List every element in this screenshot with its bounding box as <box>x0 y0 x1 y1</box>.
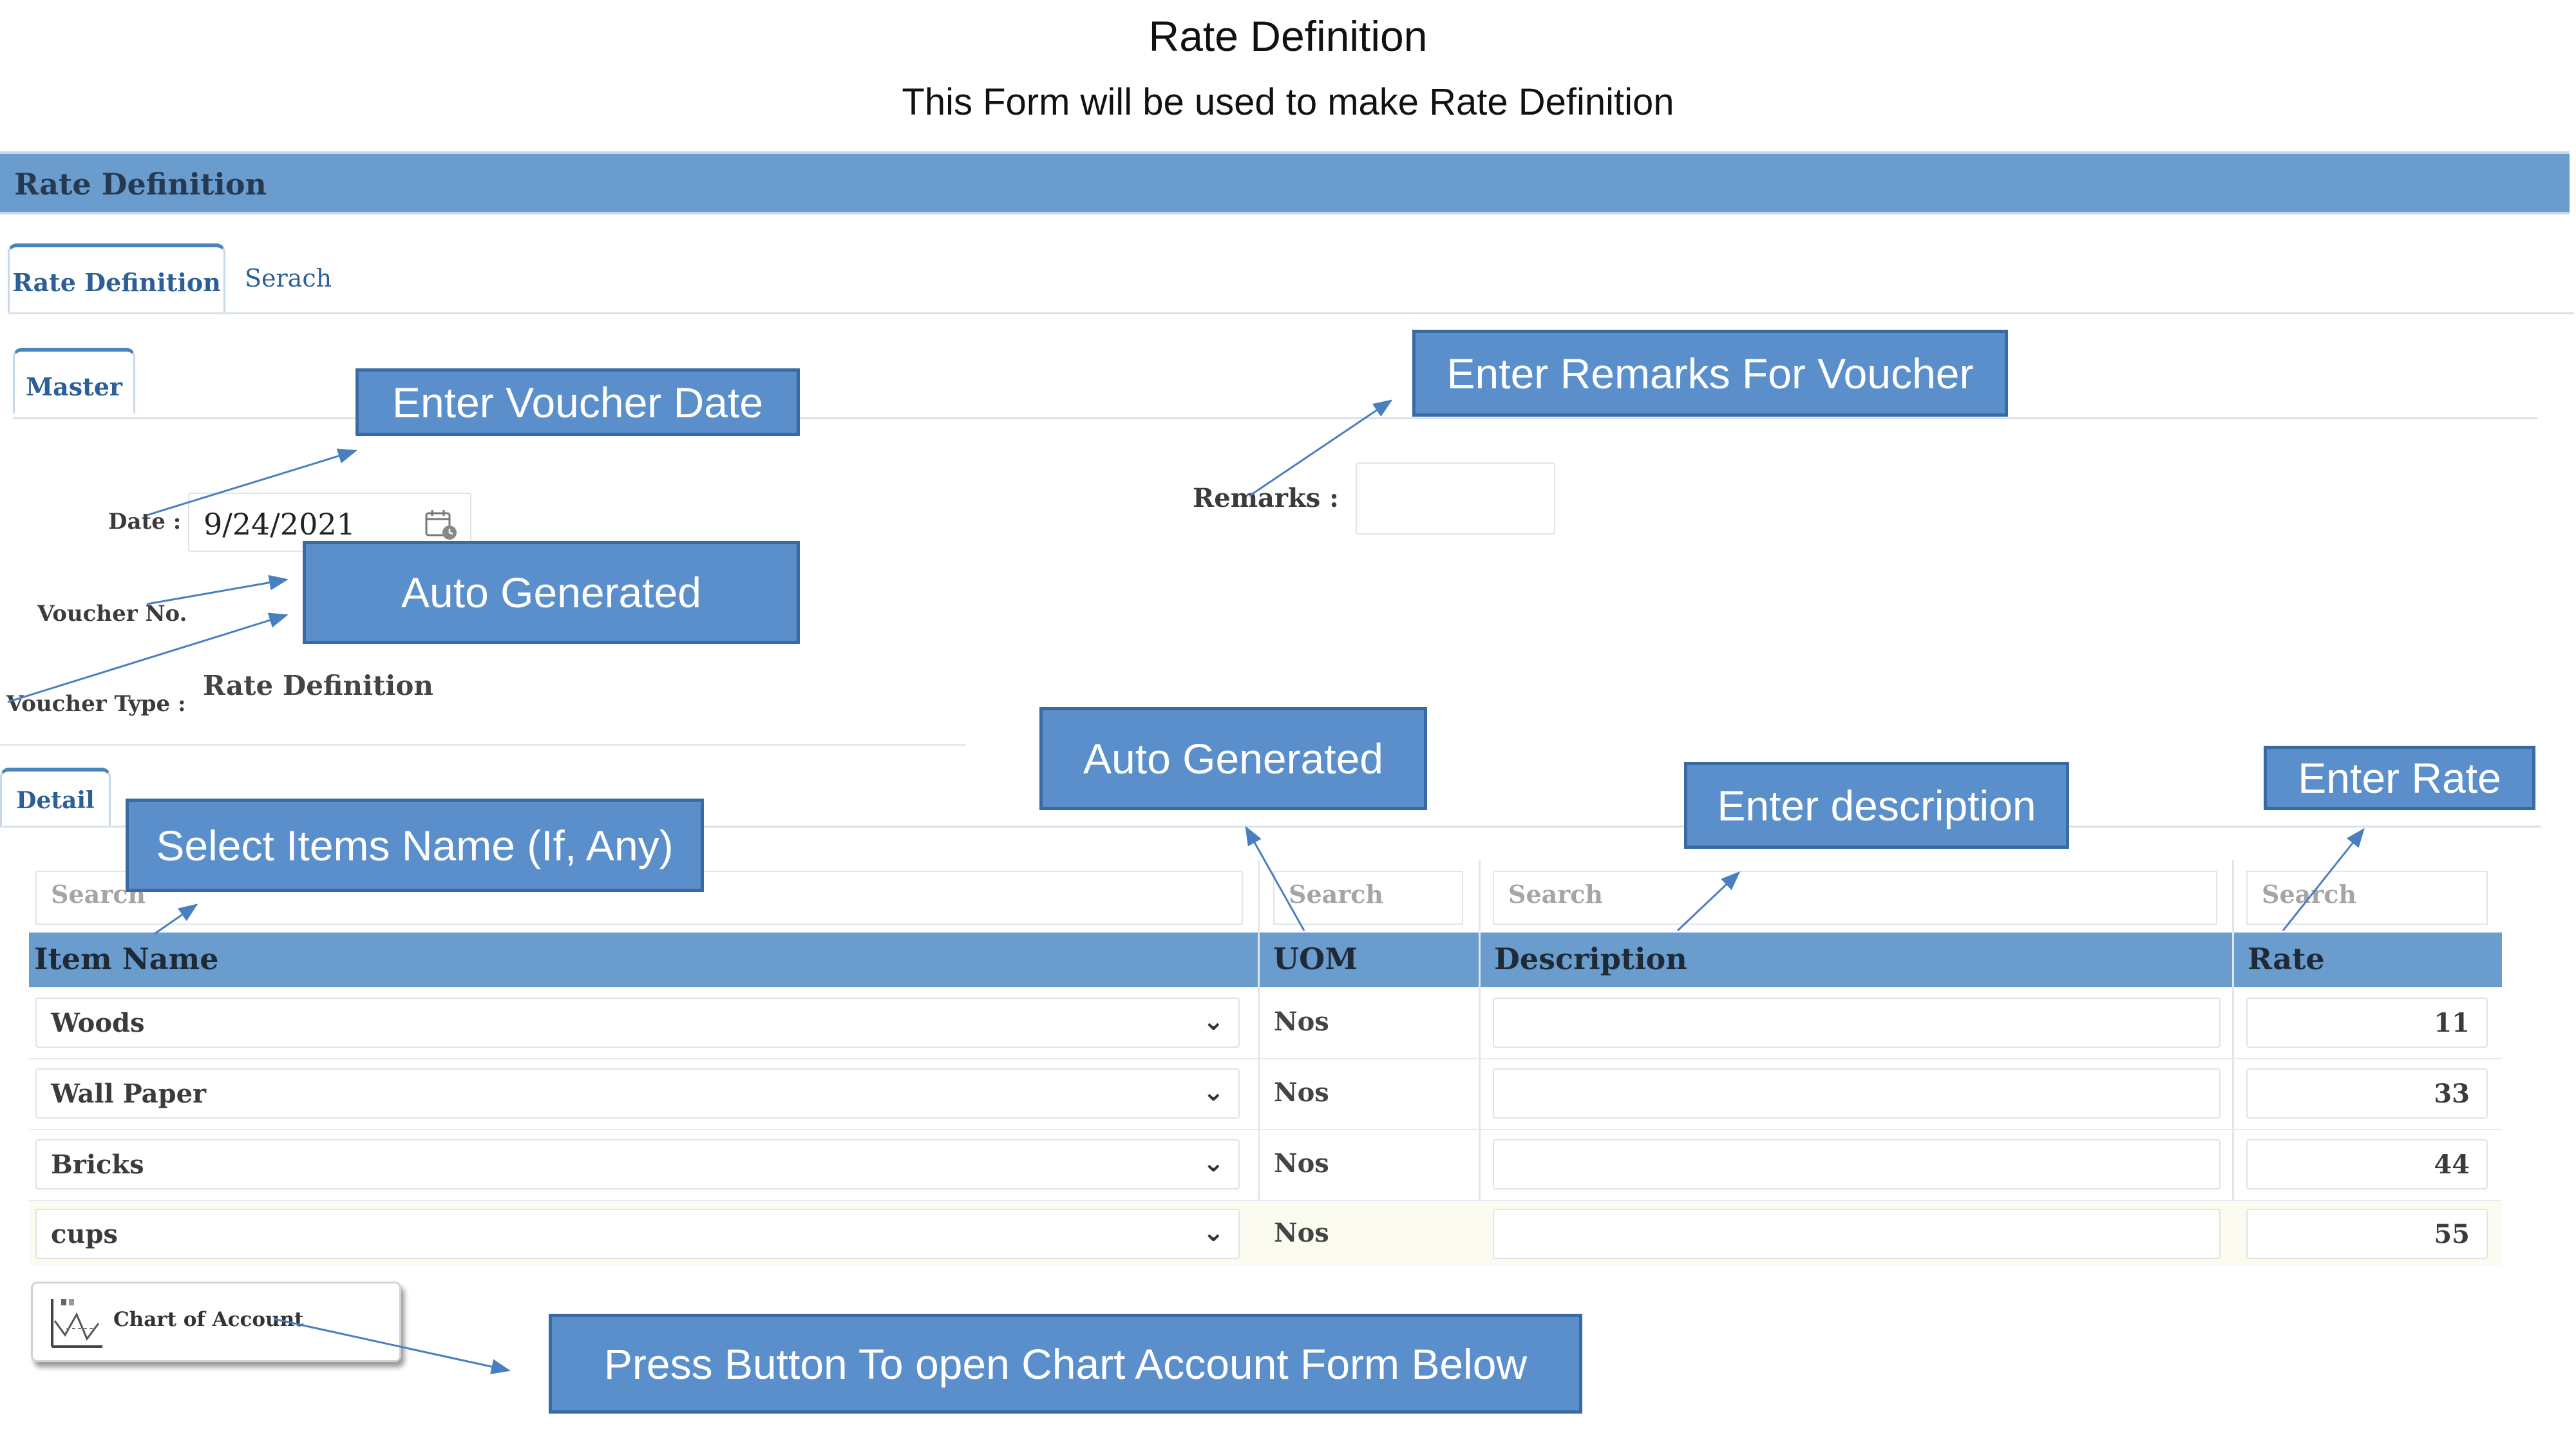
rate-input[interactable]: 55 <box>2246 1209 2488 1259</box>
chart-of-account-button[interactable]: Chart of Account <box>31 1282 401 1362</box>
chart-of-account-label: Chart of Account <box>113 1308 304 1331</box>
arrow-description <box>1676 871 1741 932</box>
callout-voucher-date: Enter Voucher Date <box>355 368 800 436</box>
item-name-select[interactable]: cups ⌄ <box>35 1209 1240 1259</box>
tab-master-label: Master <box>26 372 122 401</box>
calendar-icon[interactable] <box>424 508 460 542</box>
date-value: 9/24/2021 <box>204 507 355 542</box>
chevron-down-icon[interactable]: ⌄ <box>1202 1007 1224 1036</box>
callout-remarks: Enter Remarks For Voucher <box>1412 330 2008 417</box>
detail-divider <box>0 826 2541 828</box>
arrow-voucher-type <box>7 612 289 703</box>
search-uom[interactable]: Search <box>1273 871 1463 925</box>
window-title: Rate Definition <box>14 167 267 202</box>
search-rate[interactable]: Search <box>2246 871 2488 925</box>
callout-description: Enter description <box>1684 762 2069 849</box>
row-divider <box>29 1129 2502 1130</box>
tab-detail-label: Detail <box>16 787 95 814</box>
rate-input[interactable]: 11 <box>2246 998 2488 1048</box>
description-input[interactable] <box>1493 998 2221 1048</box>
rate-input[interactable]: 33 <box>2246 1068 2488 1119</box>
arrow-uom <box>1245 826 1305 931</box>
item-name-value: Woods <box>51 1008 145 1038</box>
table-row-selected: cups ⌄ Nos 55 <box>29 1201 2502 1265</box>
chevron-down-icon[interactable]: ⌄ <box>1202 1218 1224 1247</box>
column-header-uom[interactable]: UOM <box>1273 942 1358 976</box>
item-name-value: cups <box>51 1219 118 1249</box>
search-description[interactable]: Search <box>1493 871 2217 925</box>
voucher-no-label: Voucher No. <box>37 601 187 627</box>
table-row: Bricks ⌄ Nos 44 <box>29 1129 2502 1200</box>
document-title: Rate Definition <box>1148 12 1428 60</box>
tab-rate-definition-label: Rate Definition <box>12 268 221 297</box>
tab-detail[interactable]: Detail <box>0 768 111 826</box>
callout-auto-generated-uom: Auto Generated <box>1039 707 1427 810</box>
item-name-value: Bricks <box>51 1150 144 1180</box>
tab-master[interactable]: Master <box>13 348 135 413</box>
arrow-remarks <box>1249 399 1393 497</box>
arrow-items <box>154 904 198 935</box>
item-name-select[interactable]: Wall Paper ⌄ <box>35 1068 1240 1119</box>
column-header-item-name[interactable]: Item Name <box>34 942 219 976</box>
table-row: Woods ⌄ Nos 11 <box>29 987 2502 1058</box>
uom-value: Nos <box>1274 1148 1329 1179</box>
column-header-rate[interactable]: Rate <box>2248 942 2325 976</box>
uom-value: Nos <box>1274 1077 1329 1108</box>
callout-items: Select Items Name (If, Any) <box>126 799 704 892</box>
description-input[interactable] <box>1493 1209 2221 1259</box>
item-name-select[interactable]: Woods ⌄ <box>35 998 1240 1048</box>
column-divider-uom <box>1258 860 1260 1262</box>
tab-rate-definition[interactable]: Rate Definition <box>8 243 225 313</box>
tab-strip-divider <box>8 312 2574 314</box>
voucher-type-value: Rate Definition <box>203 670 433 701</box>
item-name-value: Wall Paper <box>51 1079 207 1109</box>
arrow-chart-button <box>273 1318 511 1374</box>
item-name-select[interactable]: Bricks ⌄ <box>35 1139 1240 1189</box>
voucher-type-label: Voucher Type : <box>6 691 186 717</box>
column-divider-description <box>1479 860 1481 1262</box>
uom-value: Nos <box>1274 1007 1329 1037</box>
row-divider <box>29 1058 2502 1059</box>
uom-value: Nos <box>1274 1218 1329 1248</box>
window-header: Rate Definition <box>0 151 2570 214</box>
date-input[interactable]: 9/24/2021 <box>188 493 471 552</box>
master-bottom-divider <box>0 744 966 746</box>
description-input[interactable] <box>1493 1139 2221 1189</box>
remarks-label: Remarks : <box>1193 483 1339 513</box>
grid-header: Item Name UOM Description Rate <box>29 933 2502 987</box>
chart-icon <box>51 1299 102 1348</box>
arrow-voucher-date <box>146 448 357 516</box>
callout-rate: Enter Rate <box>2264 746 2535 810</box>
callout-auto-generated-voucher: Auto Generated <box>303 541 800 644</box>
date-label: Date : <box>108 509 182 535</box>
master-divider <box>13 417 2537 419</box>
tab-search[interactable]: Serach <box>245 264 332 292</box>
remarks-input[interactable] <box>1356 462 1555 535</box>
row-divider <box>29 1200 2502 1201</box>
arrow-rate <box>2282 828 2365 931</box>
chevron-down-icon[interactable]: ⌄ <box>1202 1148 1224 1178</box>
chevron-down-icon[interactable]: ⌄ <box>1202 1077 1224 1107</box>
rate-input[interactable]: 44 <box>2246 1139 2488 1189</box>
arrow-voucher-no <box>146 574 289 605</box>
table-row: Wall Paper ⌄ Nos 33 <box>29 1058 2502 1129</box>
description-input[interactable] <box>1493 1068 2221 1119</box>
callout-chart-button: Press Button To open Chart Account Form … <box>549 1314 1582 1414</box>
document-subtitle: This Form will be used to make Rate Defi… <box>902 81 1674 123</box>
column-header-description[interactable]: Description <box>1494 942 1687 976</box>
column-divider-rate <box>2232 860 2234 1262</box>
